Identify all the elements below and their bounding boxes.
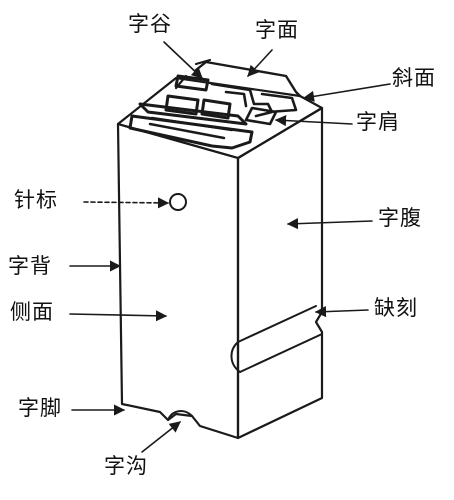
character-relief bbox=[128, 58, 302, 150]
foot-groove bbox=[167, 410, 193, 421]
front-face bbox=[236, 106, 324, 440]
top-face bbox=[116, 76, 324, 160]
arrow-zimian bbox=[247, 49, 273, 77]
block-body bbox=[116, 76, 324, 440]
arrow-zigu bbox=[163, 41, 203, 79]
arrow-zifu bbox=[286, 218, 373, 230]
arrow-cemian bbox=[69, 310, 168, 322]
label-zijian: 字肩 bbox=[356, 110, 400, 134]
arrow-zijian bbox=[274, 114, 353, 127]
label-xiemian: 斜面 bbox=[392, 66, 436, 90]
arrow-queke bbox=[314, 306, 369, 318]
arrow-zigou bbox=[141, 421, 181, 453]
label-queke: 缺刻 bbox=[374, 296, 418, 320]
label-zigou: 字沟 bbox=[104, 454, 148, 478]
label-zimian: 字面 bbox=[255, 18, 299, 42]
arrow-zhenbiao bbox=[83, 197, 170, 209]
side-face bbox=[116, 122, 240, 440]
leader-arrows bbox=[69, 41, 391, 453]
label-zhenbiao: 针标 bbox=[14, 188, 58, 212]
nick-groove bbox=[230, 305, 323, 373]
label-zibei: 字背 bbox=[8, 254, 52, 278]
label-zifu: 字腹 bbox=[378, 206, 422, 230]
pin-mark bbox=[169, 193, 187, 211]
label-zigu: 字谷 bbox=[128, 12, 172, 36]
arrow-xiemian bbox=[302, 83, 391, 102]
label-cemian: 侧面 bbox=[10, 300, 54, 324]
label-zijiao: 字脚 bbox=[18, 396, 62, 420]
